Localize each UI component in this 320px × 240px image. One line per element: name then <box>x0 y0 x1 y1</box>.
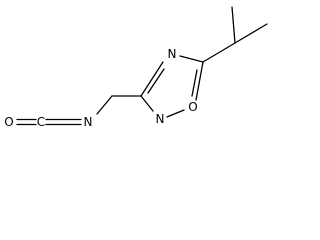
atom-o-isocyanate: O <box>4 115 13 129</box>
bond-c3-n4-inner <box>147 68 165 94</box>
atom-n-isocyanate: N <box>84 115 93 129</box>
structure-diagram: O C N N O N <box>4 6 268 129</box>
atom-n-ring-bottom: N <box>156 112 165 126</box>
bond-c5-ch <box>202 42 236 63</box>
bond-n4-c5 <box>179 55 204 63</box>
bond-c5-o1-inner <box>191 69 198 97</box>
atom-n-ring-top: N <box>168 47 177 61</box>
bond-c5-o1 <box>195 61 204 101</box>
bond-n2-c3 <box>140 95 154 112</box>
bond-c3-n4-outer <box>140 61 164 97</box>
bond-ch-ch3-up <box>231 6 236 44</box>
atom-o-ring: O <box>188 100 197 114</box>
bond-n-ch2 <box>96 95 113 115</box>
bond-o1-n2 <box>166 109 185 118</box>
atom-c-isocyanate: C <box>37 115 45 129</box>
bond-ch-ch3-right <box>234 23 268 44</box>
